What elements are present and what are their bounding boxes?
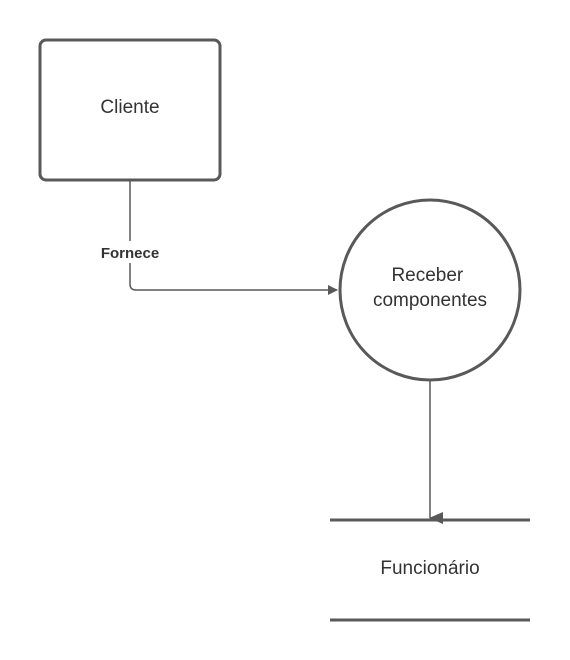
process-label: Receber componentes xyxy=(373,265,487,311)
data-store-funcionario[interactable]: Funcionário xyxy=(330,518,530,622)
edge-fornece-label-bg xyxy=(93,241,167,263)
process-receber-componentes[interactable]: Receber componentes xyxy=(338,198,522,382)
data-store-label: Funcionário xyxy=(380,558,479,579)
edge-fornece[interactable]: Fornece xyxy=(93,181,338,295)
edge-fornece-line xyxy=(129,181,338,295)
external-entity-label: Cliente xyxy=(100,97,159,118)
external-entity-cliente[interactable]: Cliente xyxy=(38,38,222,182)
process-label-line2: componentes xyxy=(373,290,487,311)
process-circle xyxy=(338,198,522,382)
process-label-line1: Receber xyxy=(391,265,463,286)
external-entity-box xyxy=(38,38,222,182)
edge-fornece-label: Fornece xyxy=(101,245,159,262)
